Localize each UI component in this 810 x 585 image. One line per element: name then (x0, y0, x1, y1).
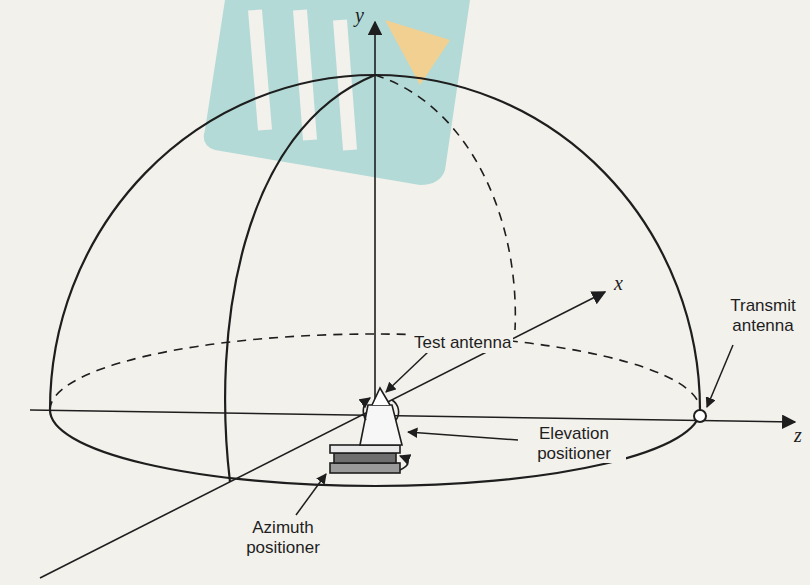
leader-line (296, 474, 326, 515)
part-label: Test antenna (412, 333, 513, 353)
part-label: Azimuth positioner (236, 518, 330, 557)
meridian-front (225, 75, 375, 482)
axis-label: z (792, 424, 804, 447)
leader-line (707, 345, 733, 407)
y-axis (374, 22, 376, 400)
leader-line (386, 352, 428, 392)
transmit-antenna (694, 410, 706, 422)
leader-line (408, 432, 518, 440)
axis-label: y (353, 4, 366, 27)
axis-label: x (612, 272, 625, 295)
z-axis (30, 410, 795, 422)
part-label: Transmit antenna (720, 296, 806, 335)
x-axis (40, 292, 605, 578)
watermark-logo (204, 0, 470, 185)
part-label: Elevation positioner (522, 424, 626, 463)
meridian-back (375, 75, 515, 330)
positioner-assembly (330, 388, 408, 473)
